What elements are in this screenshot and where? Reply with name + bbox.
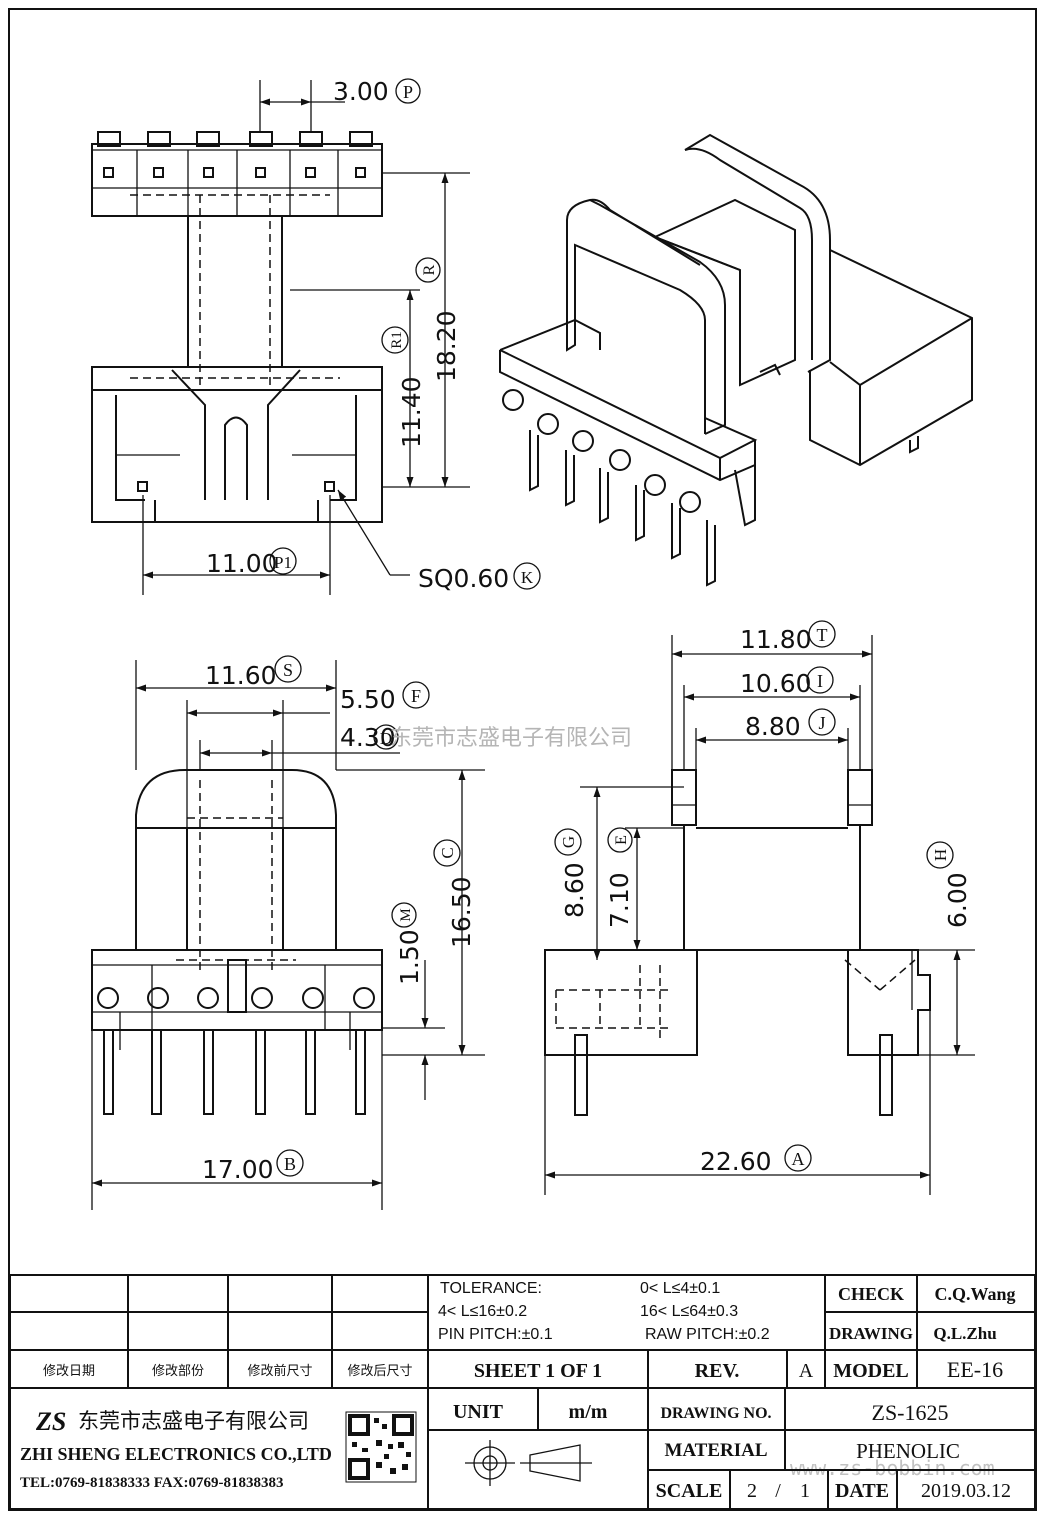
dim-value: 11.60: [205, 661, 277, 690]
projection-symbol-icon: [465, 1440, 592, 1486]
qr-code-icon: [345, 1411, 417, 1483]
dim-value: 1.50: [395, 929, 424, 985]
revision-header: 修改部份: [152, 1363, 204, 1378]
company-contact: TEL:0769-81838333 FAX:0769-81838383: [20, 1475, 283, 1491]
dim-tag: A: [792, 1149, 805, 1169]
tolerance-range-1: 0< L≤4±0.1: [640, 1280, 720, 1297]
dim-tag: E: [613, 835, 630, 845]
top-view-dimensions: 3.00 P 18.20 R 11.40 R1 11.00 P1 SQ0.60 …: [142, 77, 541, 595]
front-view: [91, 769, 383, 1115]
drawing-value: Q.L.Zhu: [933, 1324, 996, 1343]
dim-tag: J: [818, 713, 825, 733]
dim-tag: R1: [389, 331, 405, 349]
dim-value: 8.60: [560, 862, 589, 918]
tolerance-title: TOLERANCE:: [440, 1280, 542, 1297]
drawing-no-label: DRAWING NO.: [660, 1405, 771, 1422]
revision-header: 修改日期: [43, 1363, 95, 1378]
dim-tag: R: [421, 264, 438, 275]
dim-tag: F: [411, 686, 421, 706]
dim-value: 4.30: [340, 723, 396, 752]
watermark-text: 东莞市志盛电子有限公司: [390, 726, 632, 751]
watermark-url: www.zs-bobbin.com: [790, 1456, 995, 1480]
material-value: PHENOLIC: [856, 1439, 960, 1463]
model-value: EE-16: [947, 1357, 1003, 1382]
tolerance-raw-pitch: RAW PITCH:±0.2: [645, 1326, 770, 1343]
dim-tag: C: [438, 847, 457, 858]
dim-value: 6.00: [943, 872, 972, 928]
tolerance-pin-pitch: PIN PITCH:±0.1: [438, 1326, 553, 1343]
scale-den: 1: [800, 1480, 810, 1502]
side-view-dimensions: 11.80 T 10.60 I 8.80 J 8.60 G 7.10 E 6.0…: [544, 620, 975, 1195]
material-label: MATERIAL: [664, 1440, 767, 1461]
top-view: [91, 131, 383, 523]
dim-value: 5.50: [340, 685, 396, 714]
dim-tag: K: [521, 568, 534, 587]
check-label: CHECK: [838, 1284, 904, 1304]
dim-value: SQ0.60: [418, 564, 509, 593]
company-name-cn: 东莞市志盛电子有限公司: [78, 1410, 309, 1433]
revision-header: 修改后尺寸: [347, 1363, 412, 1378]
date-label: DATE: [835, 1480, 889, 1502]
scale-num: 2: [747, 1480, 757, 1502]
dim-value: 11.00: [206, 549, 278, 578]
dim-tag: H: [931, 849, 950, 861]
unit-label: UNIT: [453, 1401, 504, 1423]
dim-tag: I: [817, 671, 823, 691]
dim-tag: D: [380, 729, 392, 748]
dim-value: 17.00: [202, 1155, 274, 1184]
dim-value: 22.60: [700, 1147, 772, 1176]
tolerance-range-3: 16< L≤64±0.3: [640, 1303, 738, 1320]
rev-value: A: [799, 1360, 814, 1382]
dim-tag: T: [817, 625, 828, 645]
rev-label: REV.: [695, 1360, 740, 1382]
check-value: C.Q.Wang: [934, 1284, 1015, 1304]
model-label: MODEL: [833, 1360, 909, 1382]
dim-value: 18.20: [432, 310, 461, 382]
dim-value: 11.80: [740, 625, 812, 654]
dim-value: 8.80: [745, 712, 801, 741]
dim-value: 11.40: [397, 376, 426, 448]
dim-tag: P: [403, 82, 413, 102]
side-view: [544, 769, 931, 1116]
unit-value: m/m: [569, 1401, 608, 1423]
dim-tag: B: [284, 1154, 296, 1174]
dim-value: 10.60: [740, 669, 812, 698]
drawing-no-value: ZS-1625: [872, 1400, 949, 1425]
date-value: 2019.03.12: [921, 1480, 1011, 1502]
tolerance-range-2: 4< L≤16±0.2: [438, 1303, 527, 1320]
dim-value: 16.50: [447, 876, 476, 948]
dim-tag: M: [398, 908, 414, 921]
revision-header: 修改前尺寸: [247, 1363, 312, 1378]
isometric-view: [499, 133, 973, 587]
dim-tag: S: [283, 660, 293, 680]
dim-value: 3.00: [333, 77, 389, 106]
company-logo: ZS: [35, 1407, 66, 1436]
dim-tag: P1: [274, 553, 292, 572]
dim-value: 7.10: [605, 872, 634, 928]
front-view-dimensions: 11.60 S 5.50 F 4.30 D 16.50 C 1.50 M 17.…: [91, 655, 485, 1210]
sheet-label: SHEET 1 OF 1: [474, 1360, 602, 1382]
drawing-label: DRAWING: [829, 1324, 913, 1343]
scale-sep: /: [775, 1480, 781, 1502]
title-block: 修改日期 修改部份 修改前尺寸 修改后尺寸 TOLERANCE: 0< L≤4±…: [9, 1274, 1036, 1510]
logo-mark: ZS: [35, 1407, 66, 1436]
scale-label: SCALE: [656, 1480, 723, 1502]
company-name-en: ZHI SHENG ELECTRONICS CO.,LTD: [20, 1444, 332, 1464]
dim-tag: G: [559, 836, 578, 848]
